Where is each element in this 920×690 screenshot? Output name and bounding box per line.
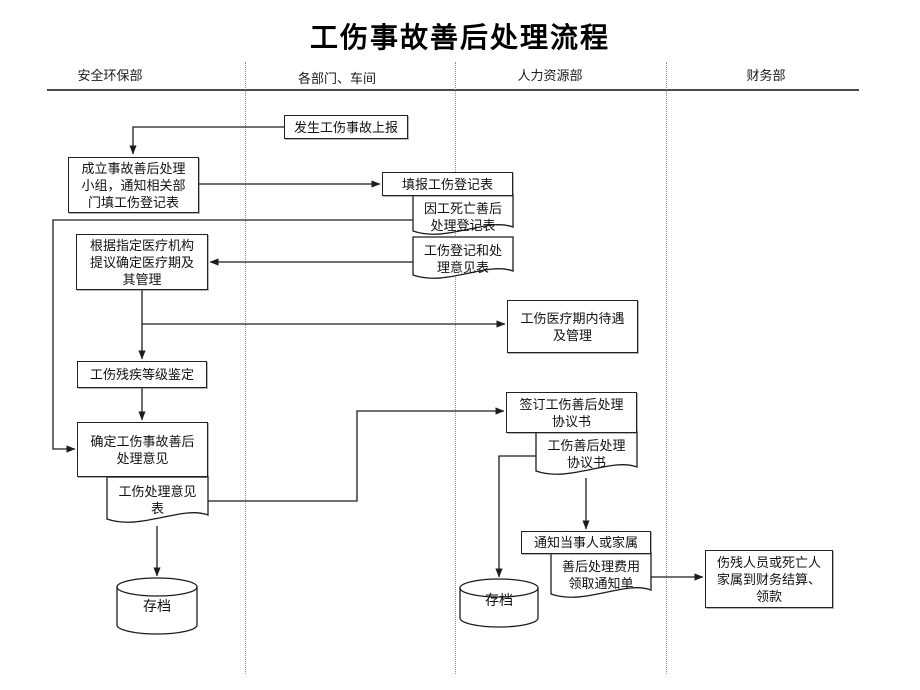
database-top-archive-safety	[116, 577, 198, 597]
page-title: 工伤事故善后处理流程	[309, 23, 610, 54]
node-setup-team: 成立事故善后处理 小组，通知相关部 门填工伤登记表	[68, 157, 199, 213]
lane-divider-3	[666, 62, 667, 674]
lane-divider-1	[245, 62, 246, 674]
connector-opinion-doc-to-sign-agreement	[208, 407, 505, 502]
lane-header-hr: 人力资源部	[517, 68, 583, 83]
database-shape-archive-safety	[116, 586, 198, 635]
lane-header-safety: 安全环保部	[77, 68, 143, 83]
lane-header-finance: 财务部	[746, 68, 786, 83]
node-report-accident: 发生工伤事故上报	[284, 115, 408, 139]
lane-header-workshops: 各部门、车间	[297, 71, 376, 86]
document-shape-death-registration	[412, 194, 514, 235]
node-treatment-management: 工伤医疗期内待遇 及管理	[507, 300, 638, 353]
document-shape-fee-notice	[550, 552, 652, 598]
database-shape-archive-hr	[459, 587, 539, 628]
node-sign-agreement: 签订工伤善后处理 协议书	[506, 392, 637, 433]
connector-report-to-setup-team	[129, 126, 284, 155]
document-shape-opinion-form	[106, 476, 209, 523]
node-finance-settlement: 伤残人员或死亡人 家属到财务结算、 领款	[705, 550, 833, 608]
node-disability-grading: 工伤残疾等级鉴定	[77, 361, 207, 388]
node-fill-injury-form: 填报工伤登记表	[382, 172, 513, 196]
header-rule	[47, 89, 859, 91]
node-decide-opinion: 确定工伤事故善后 处理意见	[77, 422, 208, 477]
document-shape-agreement	[535, 431, 638, 475]
connector-death-doc-to-decide-opinion	[52, 219, 413, 453]
document-shape-injury-registry	[412, 236, 514, 279]
lane-divider-2	[455, 62, 456, 674]
node-medical-period: 根据指定医疗机构 提议确定医疗期及 其管理	[76, 234, 208, 290]
database-top-archive-hr	[459, 578, 539, 598]
node-notify-family: 通知当事人或家属	[521, 531, 651, 554]
connector-agreement-doc-to-archive-hr	[495, 455, 536, 578]
